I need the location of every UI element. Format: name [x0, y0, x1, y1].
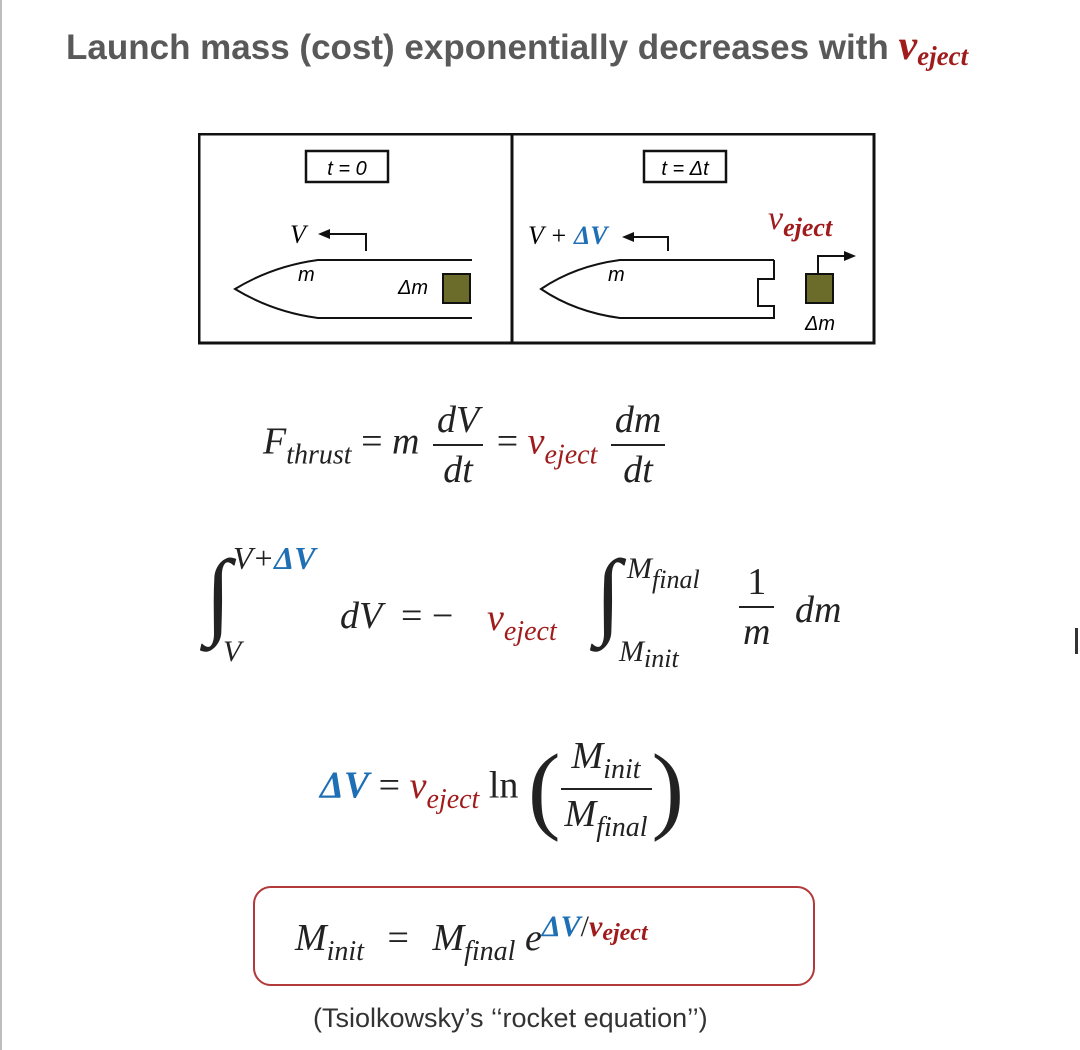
caption: (Tsiolkowsky’s ‘‘rocket equation’’)	[313, 1003, 708, 1033]
mass-label-left: m	[298, 264, 315, 286]
int-dv: dV	[340, 595, 383, 637]
slide-left-edge	[0, 0, 2, 1050]
paren-right: )	[651, 735, 685, 843]
integral-sign-1: ∫	[205, 540, 232, 647]
integral-sign-2: ∫	[595, 540, 622, 647]
int1-lower: V	[223, 635, 242, 668]
title-text: Launch mass (cost) exponentially decreas…	[66, 28, 899, 67]
rocket-body-left	[233, 259, 472, 319]
velocity-arrowhead-right	[622, 232, 634, 242]
eject-arrowhead	[844, 251, 856, 261]
rocket-body-right	[539, 259, 775, 319]
mass-block-left	[442, 273, 471, 304]
paren-left: (	[527, 735, 561, 843]
title-v-eject: veject	[898, 23, 969, 71]
time-label-right: t = Δt	[661, 158, 710, 180]
int2-upper: Mfinal	[627, 552, 700, 594]
eject-label-right: veject	[768, 200, 833, 242]
velocity-label-left: V	[290, 220, 309, 249]
time-box-left	[304, 149, 390, 184]
time-box-right	[642, 149, 728, 184]
diagram-frame	[198, 133, 876, 345]
mass-block-right	[805, 273, 834, 304]
rocket-equation: Minit = Mfinal eΔV/veject	[295, 910, 648, 967]
rocket-equation-box	[253, 886, 815, 986]
time-label-left: t = 0	[327, 158, 366, 180]
dm-label-left: Δm	[397, 277, 428, 299]
int1-upper: V+ΔV	[233, 540, 316, 576]
slide-edge-mark	[1075, 628, 1078, 654]
int2-lower: Minit	[619, 635, 679, 673]
velocity-label-right: V + ΔV	[528, 221, 610, 250]
dv-veject: veject	[409, 764, 480, 815]
int-veject: veject	[487, 597, 557, 647]
slide-title: Launch mass (cost) exponentially decreas…	[66, 22, 968, 72]
mass-label-right: m	[608, 264, 625, 286]
int-dm: dm	[795, 589, 842, 631]
int-eq: = −	[401, 595, 454, 637]
rocket-diagram: t = 0 V m Δm t = Δt V + ΔV veject m Δm	[198, 133, 876, 345]
dm-label-right: Δm	[804, 313, 835, 335]
velocity-arrow-right	[630, 236, 669, 251]
velocity-arrowhead-left	[318, 229, 330, 239]
velocity-arrow-left	[326, 233, 367, 251]
exponent: ΔV/veject	[541, 910, 648, 946]
